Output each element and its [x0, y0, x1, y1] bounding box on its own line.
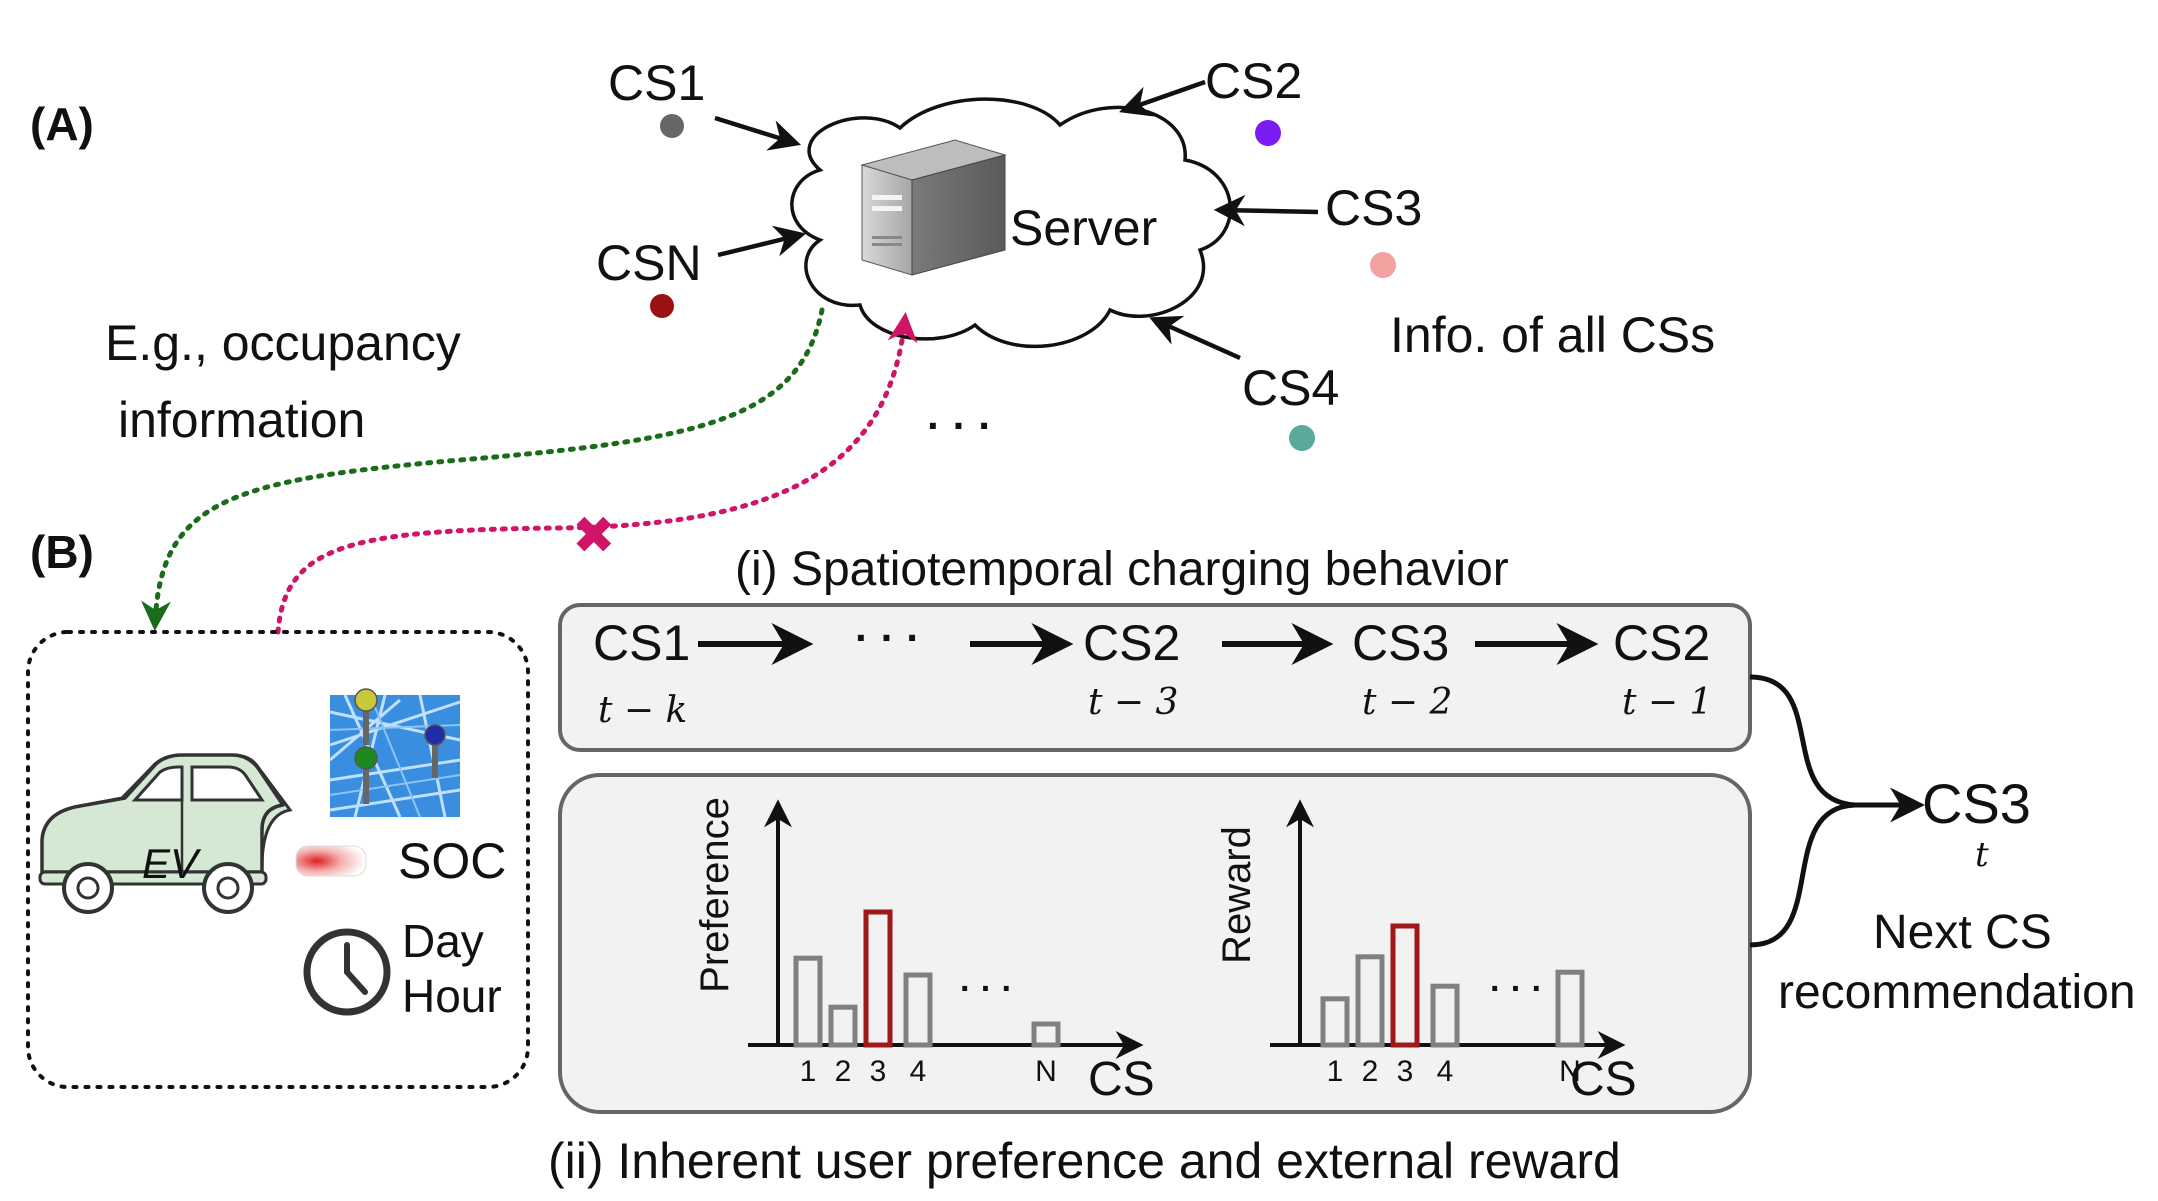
chart-bar-2	[828, 1004, 858, 1048]
arrow-csn-server	[717, 225, 807, 258]
chart-bar-N	[1031, 1021, 1061, 1048]
map-location-icon	[329, 688, 461, 818]
chart-bar-3	[863, 909, 893, 1048]
arrow-cs2-server	[1119, 79, 1206, 117]
sequence-t-3: t − 2	[1362, 682, 1452, 723]
chart-tick-label: 2	[835, 1055, 852, 1088]
chart-x-label: CS	[1088, 1053, 1155, 1106]
station-dot-cs4	[1289, 425, 1315, 451]
ellipsis-stations: · · ·	[927, 402, 992, 449]
sequence-ellipsis: · · ·	[855, 614, 920, 661]
sequence-cs-4: CS2	[1613, 615, 1710, 671]
chart-tick-label: 4	[1437, 1055, 1454, 1088]
soc-label: SOC	[398, 833, 506, 889]
chart-tick-label: N	[1559, 1055, 1581, 1088]
station-dot-cs3	[1370, 252, 1396, 278]
battery-soc-icon	[295, 845, 367, 877]
eg-label-line2: information	[118, 392, 365, 448]
chart-ellipsis: · · ·	[960, 970, 1013, 1008]
chart-tick-label: 4	[910, 1055, 927, 1088]
chart-bar-1	[793, 955, 823, 1048]
chart-bar-1	[1320, 996, 1350, 1048]
server-label: Server	[1010, 200, 1157, 256]
sequence-to-result-curve	[1749, 674, 1856, 808]
arrow-cs1-server	[714, 115, 802, 151]
chart-x-label: CS	[1570, 1053, 1637, 1106]
chart-tick-label: 3	[1397, 1055, 1414, 1088]
info-all-label: Info. of all CSs	[1390, 307, 1715, 363]
sequence-t-4: t − 1	[1622, 682, 1712, 723]
station-label-cs2: CS2	[1205, 53, 1302, 109]
sequence-t-0: t − k	[598, 690, 687, 731]
chart-bar-4	[903, 972, 933, 1048]
chart-tick-label: 1	[800, 1055, 817, 1088]
occupancy-info-arrow	[140, 307, 825, 631]
station-dot-cs2	[1255, 120, 1281, 146]
chart-tick-label: 2	[1362, 1055, 1379, 1088]
blocked-upload-arrow	[275, 312, 918, 635]
sequence-cs-2: CS2	[1083, 615, 1180, 671]
preference-to-result-curve	[1749, 802, 1856, 948]
station-label-cs4: CS4	[1242, 360, 1339, 416]
chart-tick-label: 1	[1327, 1055, 1344, 1088]
sequence-t-2: t − 3	[1088, 682, 1178, 723]
panel-a-label: (A)	[30, 98, 94, 150]
station-label-cs1: CS1	[608, 55, 705, 111]
ev-context-box	[26, 630, 530, 1089]
chart-tick-label: N	[1035, 1055, 1057, 1088]
station-dot-csn	[650, 294, 674, 318]
chart-bar-2	[1355, 954, 1385, 1048]
next-cs-line1: Next CS	[1873, 906, 2052, 959]
result-t-label: t	[1975, 835, 1989, 875]
ev-car-icon	[38, 753, 293, 914]
chart-bar-N	[1555, 969, 1585, 1048]
station-label-csn: CSN	[596, 235, 702, 291]
arrow-cs3-server	[1213, 194, 1319, 227]
chart-y-label: Preference	[693, 797, 737, 993]
panel-b-label: (B)	[30, 526, 94, 578]
section-i-title: (i) Spatiotemporal charging behavior	[735, 543, 1509, 596]
sequence-row: CS1 t − k · · · CS2 t − 3 CS3 t − 2 CS2 …	[593, 614, 1712, 731]
server-icon	[860, 139, 1007, 276]
day-label: Day	[402, 915, 484, 967]
arrow-cs4-server	[1149, 315, 1241, 361]
chart-ellipsis: · · ·	[1490, 970, 1543, 1008]
hour-label: Hour	[402, 970, 502, 1022]
blocked-cross-icon: ✖	[572, 507, 616, 565]
chart-bar-4	[1430, 983, 1460, 1048]
clock-icon	[303, 928, 391, 1016]
eg-label-line1: E.g., occupancy	[105, 315, 461, 371]
chart-tick-label: 3	[870, 1055, 887, 1088]
result-cs-label: CS3	[1922, 772, 2031, 835]
station-dot-cs1	[660, 114, 684, 138]
next-cs-line2: recommendation	[1778, 966, 2136, 1019]
sequence-cs-0: CS1	[593, 615, 690, 671]
chart-bar-3	[1390, 923, 1420, 1048]
ev-label: EV	[142, 840, 202, 887]
section-ii-title: (ii) Inherent user preference and extern…	[548, 1133, 1621, 1189]
sequence-cs-3: CS3	[1352, 615, 1449, 671]
chart-y-label: Reward	[1215, 826, 1259, 964]
station-label-cs3: CS3	[1325, 180, 1422, 236]
